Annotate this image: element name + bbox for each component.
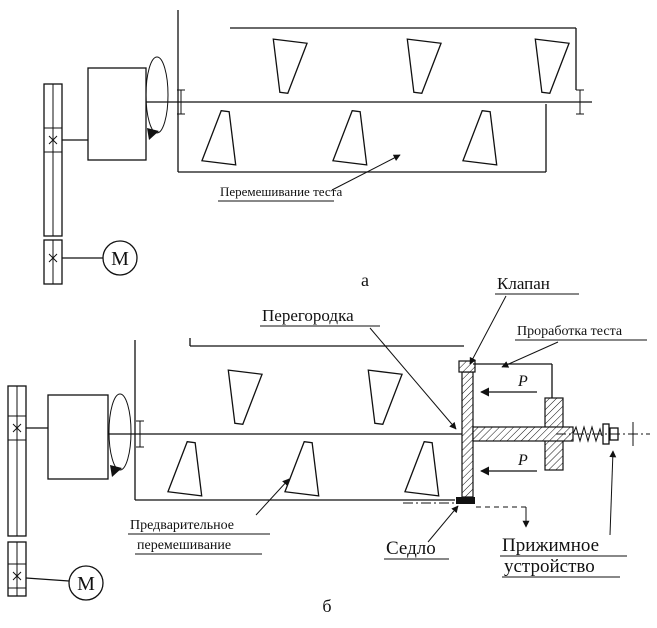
label-partition-text: Перегородка [262,306,354,325]
spring [572,425,603,443]
valve [458,360,476,373]
label-premix: Предварительное перемешивание [128,478,290,555]
caption-b: б [322,596,331,616]
pressure-bottom: Р [480,452,537,476]
pulley-mark-icon [48,135,58,263]
motor-b: М [68,565,104,601]
label-mixing: Перемешивание теста [218,154,401,202]
seat-block [456,497,475,504]
motor-b-circle [68,565,104,601]
gearbox-a [87,67,147,161]
label-seat-text: Седло [386,538,436,559]
gearbox-b [47,394,109,480]
label-valve: Клапан [469,274,579,365]
pressure-top-label: Р [517,373,528,390]
motor-a: М [102,240,138,276]
motor-a-label: М [111,248,129,270]
partition-wall [461,371,474,498]
label-premix-line1: Предварительное [130,518,234,533]
label-working: Проработка теста [501,324,647,368]
label-pressing-line1: Прижимное [502,535,599,556]
working-chamber [403,360,650,528]
trough-a [177,10,577,173]
paddles-b [167,369,440,497]
caption-a: а [361,270,369,290]
motor-link-b [25,577,70,582]
label-valve-text: Клапан [497,274,550,293]
label-premix-line2: перемешивание [137,538,231,553]
label-seat: Седло [384,505,459,560]
pressure-top: Р [480,373,537,397]
pressure-bottom-label: Р [517,452,528,469]
label-pressing-line2: устройство [504,556,595,577]
motor-a-circle [102,240,138,276]
shaft-bearings-a [177,89,584,115]
belt-drive-a [43,83,63,285]
pulley-mark-icon [12,423,22,581]
label-mixing-text: Перемешивание теста [220,184,342,199]
rotation-arrow-a [145,56,169,140]
diagram-b: М [7,274,650,616]
trough-b [134,338,464,501]
label-pressing-device: Прижимное устройство [500,450,627,578]
belt-drive-b [7,385,27,597]
diagram-a: М [43,10,592,290]
label-working-text: Проработка теста [517,324,623,339]
paddles-a [201,38,570,166]
rotation-arrow-b [108,393,132,477]
shaft-bearing-b [136,420,144,448]
motor-b-label: М [77,573,95,595]
label-partition: Перегородка [260,306,457,430]
